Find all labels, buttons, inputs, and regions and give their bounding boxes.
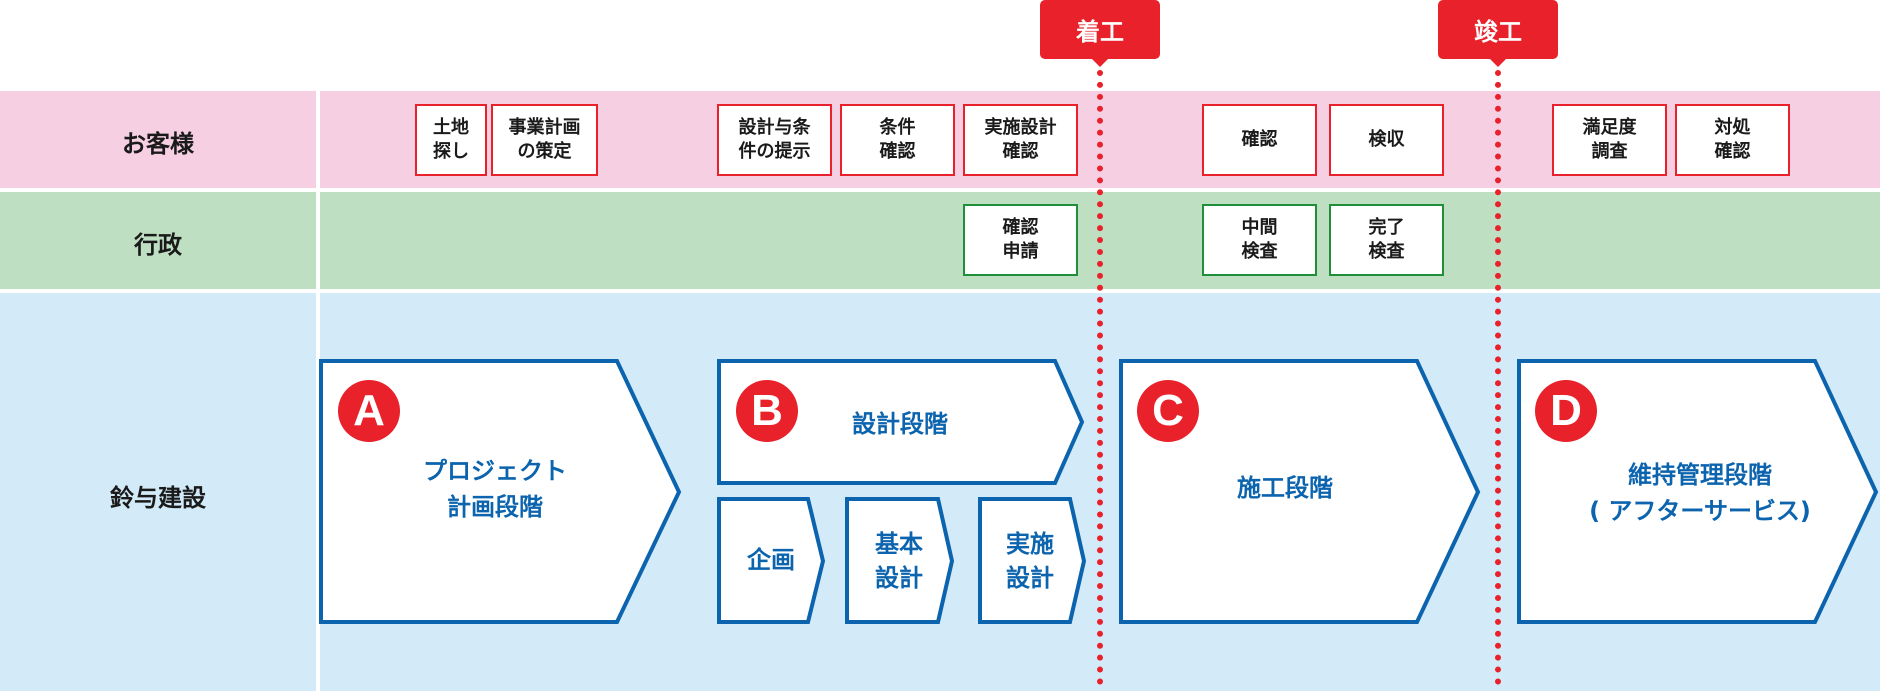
customer-task-confirmation: 確認 [1202, 104, 1317, 176]
government-task-interim-inspection: 中間 検査 [1202, 204, 1317, 276]
stage-b-substep-basic-design-arrow [845, 497, 955, 624]
customer-task-response-check: 対処 確認 [1675, 104, 1790, 176]
government-task-permit-application: 確認 申請 [963, 204, 1078, 276]
stage-d-badge: D [1535, 380, 1597, 442]
stage-c-arrow [1119, 359, 1481, 624]
stage-b-arrow [717, 359, 1085, 485]
stage-b-substep-planning: 企画 [747, 546, 795, 574]
stage-b-badge: B [736, 380, 798, 442]
stage-b-substep-detailed-design: 実施 設計 [1006, 530, 1054, 592]
start-milestone-tag: 着工 [1040, 0, 1160, 67]
customer-task-detailed-design-check: 実施設計 確認 [963, 104, 1078, 176]
completion-milestone-tag: 竣工 [1438, 0, 1558, 67]
row-label-divider [316, 91, 320, 692]
stage-c-badge: C [1137, 380, 1199, 442]
start-milestone-label: 着工 [1076, 18, 1124, 46]
completion-milestone-line [1495, 70, 1501, 685]
stage-c-title: 施工段階 [1237, 474, 1333, 502]
completion-milestone-label: 竣工 [1474, 18, 1522, 46]
customer-task-acceptance: 検収 [1329, 104, 1444, 176]
start-milestone-line [1097, 70, 1103, 685]
customer-task-satisfaction-survey: 満足度 調査 [1552, 104, 1667, 176]
stage-d-title: 維持管理段階 ( アフターサービス) [1589, 461, 1811, 525]
customer-task-condition-check: 条件 確認 [840, 104, 955, 176]
stage-a-arrow [319, 359, 682, 624]
stage-b-substep-detailed-design-arrow [978, 497, 1087, 624]
government-row-label: 行政 [134, 231, 182, 259]
customer-task-land-search: 土地 探し [415, 104, 487, 176]
customer-task-design-conditions: 設計与条 件の提示 [717, 104, 832, 176]
stage-d-arrow [1517, 359, 1879, 624]
government-row-band [0, 192, 1880, 289]
customer-row-label: お客様 [122, 130, 194, 158]
stage-b-substep-planning-arrow [717, 497, 826, 624]
government-task-final-inspection: 完了 検査 [1329, 204, 1444, 276]
customer-task-business-plan: 事業計画 の策定 [491, 104, 598, 176]
company-row-label: 鈴与建設 [110, 484, 206, 512]
stage-b-substep-basic-design: 基本 設計 [875, 530, 923, 592]
stage-b-title: 設計段階 [852, 410, 948, 438]
stage-a-title: プロジェクト 計画段階 [423, 457, 567, 521]
stage-a-badge: A [338, 380, 400, 442]
